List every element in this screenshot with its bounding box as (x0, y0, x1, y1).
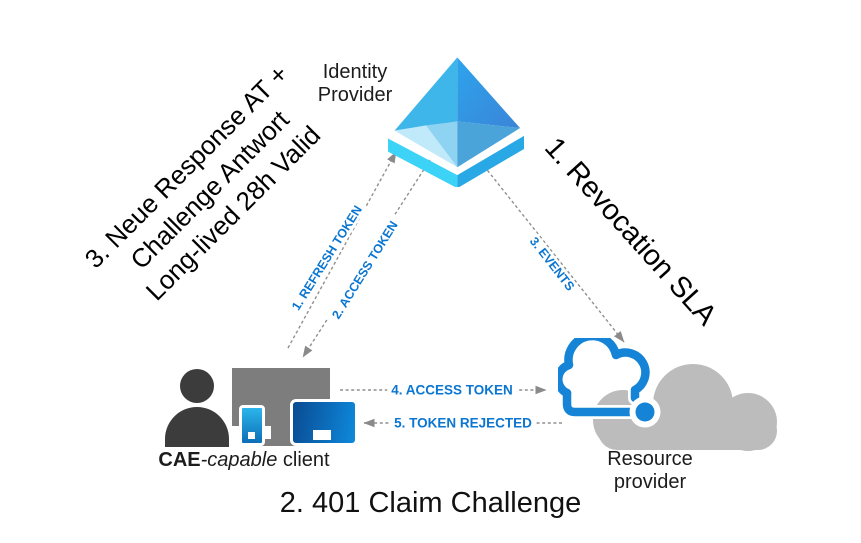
monitor-base-icon (259, 439, 303, 446)
flow-label-access-token-present: 4. ACCESS TOKEN (387, 382, 517, 398)
identity-provider-icon (388, 57, 524, 187)
client-label-bold: CAE (158, 449, 201, 471)
user-icon (180, 369, 214, 403)
monitor-stand-icon (271, 426, 291, 439)
laptop-icon (290, 399, 358, 446)
arrow-events (483, 165, 625, 343)
phone-button-icon (248, 432, 255, 439)
client-label-rest: client (277, 449, 330, 471)
client-label-italic: -capable (200, 449, 278, 471)
client-label: CAE-capable client (158, 449, 330, 472)
phone-icon (239, 405, 265, 446)
identity-provider-label: Identity Provider (317, 61, 393, 106)
laptop-key-icon (313, 430, 331, 440)
resource-provider-label: Resource provider (607, 448, 693, 493)
arrow-refresh-token (287, 151, 397, 349)
flow-label-token-rejected: 5. TOKEN REJECTED (390, 415, 536, 431)
resource-provider-icon (558, 338, 777, 451)
annotation-claim-challenge: 2. 401 Claim Challenge (279, 487, 582, 519)
